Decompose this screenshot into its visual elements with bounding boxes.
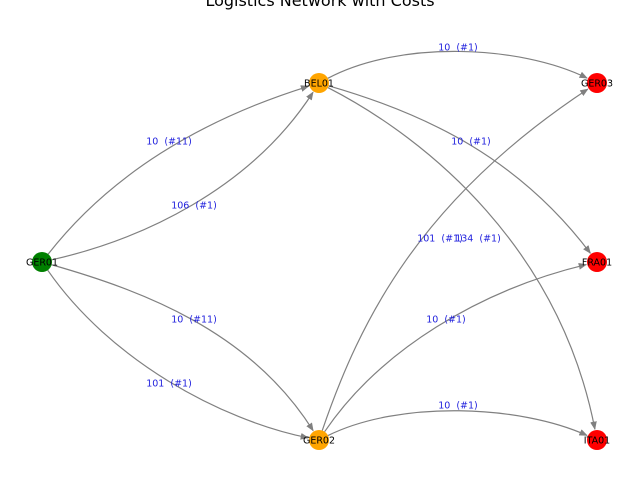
edge-ger01-bel01 — [47, 85, 310, 255]
node-marker-hub — [309, 73, 329, 93]
edge-cost-label: 10 (#11) — [171, 315, 217, 326]
edge-ger01-bel01 — [51, 91, 314, 261]
node-marker-source — [32, 252, 52, 272]
node-label: ITA01 — [584, 436, 610, 447]
edge-bel01-ita01 — [327, 87, 597, 431]
edge-ger02-ger03 — [321, 88, 589, 431]
diagram-title: Logistics Network with Costs — [205, 0, 434, 10]
edges-layer — [47, 50, 597, 440]
edge-cost-label: 101 (#1) — [417, 234, 463, 245]
edge-cost-label: 10 (#1) — [451, 137, 491, 148]
node-bel01: BEL01 — [304, 73, 334, 93]
node-label: GER02 — [303, 436, 335, 447]
node-marker-destination — [587, 252, 607, 272]
node-label: GER01 — [26, 258, 58, 269]
node-ger03: GER03 — [581, 73, 613, 93]
edge-ger01-ger02 — [47, 269, 310, 440]
edge-cost-label: 10 (#1) — [426, 315, 466, 326]
edge-bel01-ger03 — [327, 50, 588, 79]
edge-bel01-fra01 — [328, 85, 591, 254]
edge-cost-label: 10 (#1) — [438, 401, 478, 412]
node-label: GER03 — [581, 79, 613, 90]
node-marker-destination — [587, 73, 607, 93]
edge-ger02-fra01 — [324, 263, 588, 433]
node-label: BEL01 — [304, 79, 334, 90]
edge-ger02-ita01 — [327, 410, 588, 437]
node-marker-destination — [587, 430, 607, 450]
edge-cost-label: 134 (#1) — [455, 234, 501, 245]
edge-labels-layer: 10 (#11) 106 (#1) 10 (#11) 101 (#1) 10 (#1) 1… — [146, 43, 501, 412]
node-fra01: FRA01 — [582, 252, 612, 272]
node-ger02: GER02 — [303, 430, 335, 450]
edge-ger01-ger02 — [51, 264, 314, 432]
edge-cost-label: 10 (#1) — [438, 43, 478, 54]
node-ita01: ITA01 — [584, 430, 610, 450]
node-label: FRA01 — [582, 258, 612, 269]
node-marker-hub — [309, 430, 329, 450]
node-ger01: GER01 — [26, 252, 58, 272]
edge-cost-label: 101 (#1) — [146, 379, 192, 390]
edge-cost-label: 10 (#11) — [146, 137, 192, 148]
edge-cost-label: 106 (#1) — [171, 201, 217, 212]
